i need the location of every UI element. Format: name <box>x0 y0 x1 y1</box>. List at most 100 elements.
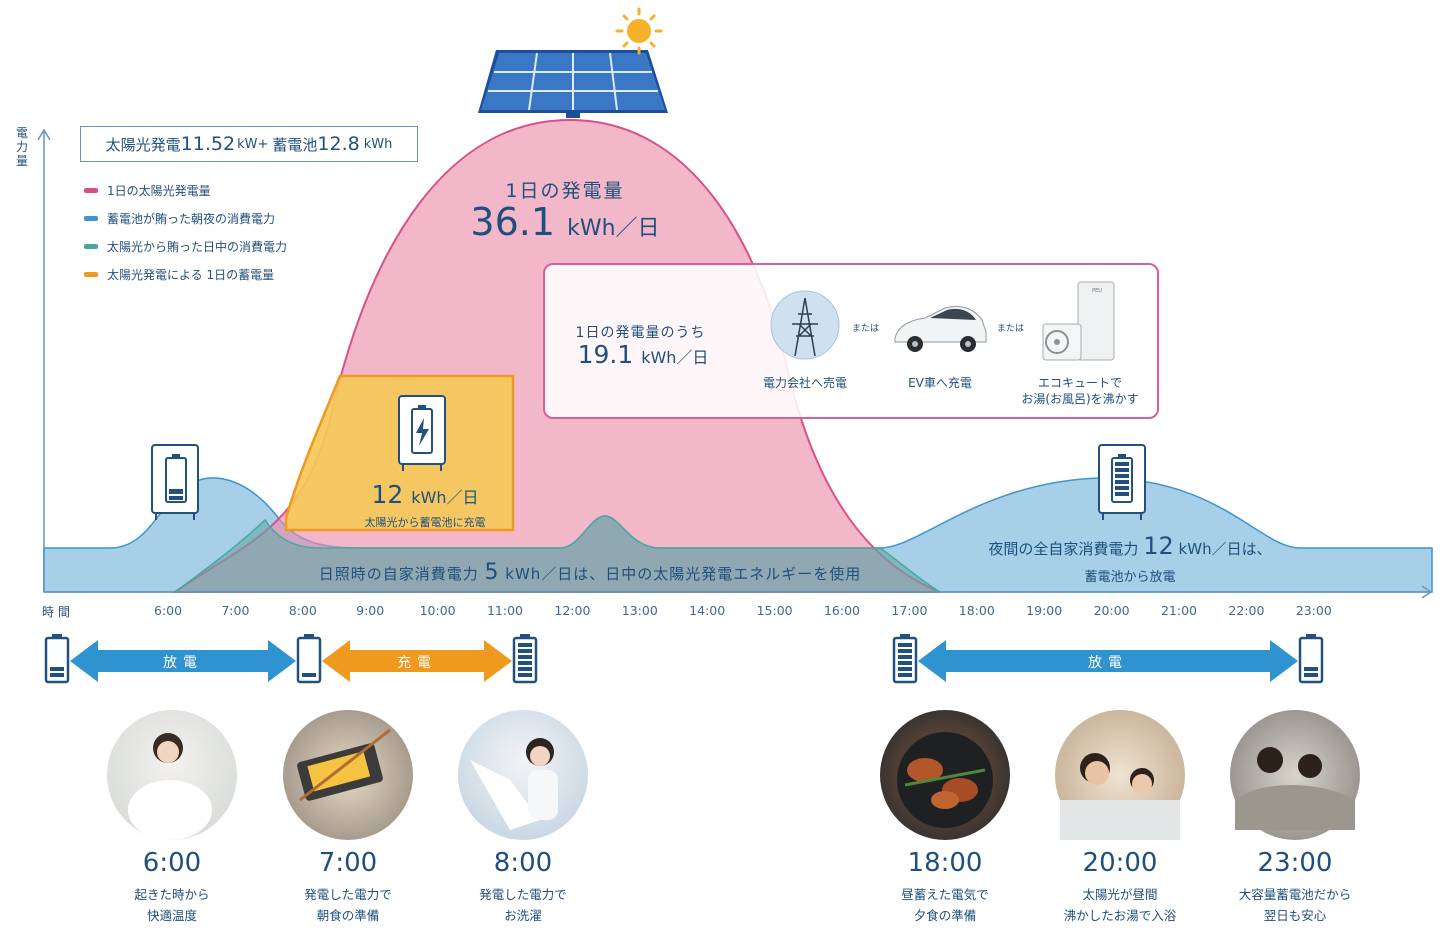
legend-label-battery-use: 蓄電池が賄った朝夜の消費電力 <box>107 211 276 226</box>
time-tick: 16:00 <box>823 603 861 618</box>
time-tick: 14:00 <box>689 603 726 618</box>
ecocute-water-heater-icon: PEU <box>1042 281 1115 361</box>
daytime-number: 5 <box>484 560 500 585</box>
night-consumption-text: 夜間の全自家消費電力 12 kWh／日は、 <box>920 532 1340 560</box>
battery-icon-full <box>1098 444 1146 520</box>
spec-solar-prefix: 太陽光発電 <box>105 135 181 154</box>
surplus-unit: kWh／日 <box>641 348 709 367</box>
generation-value: 36.1 kWh／日 <box>420 200 710 244</box>
scene-caption-2a: 発電した電力で <box>304 887 392 902</box>
night-consumption-line2: 蓄電池から放電 <box>1084 570 1176 585</box>
legend-swatch-battery-use <box>84 215 98 221</box>
time-tick: 8:00 <box>288 603 317 618</box>
scene-caption-5a: 太陽光が昼間 <box>1082 887 1158 902</box>
time-tick: 10:00 <box>419 603 456 618</box>
discharge-arrow-morning <box>70 640 296 682</box>
scene-time-4: 18:00 <box>907 848 983 878</box>
time-tick: 9:00 <box>356 603 385 618</box>
battery-low-icon-1 <box>44 634 70 684</box>
system-spec-box: 太陽光発電 11.52 kW+ 蓄電池 12.8 kWh <box>80 126 418 162</box>
battery-full-icon-2 <box>892 634 918 684</box>
photo-morning-wakeup <box>107 710 237 840</box>
legend: 1日の太陽光発電量 蓄電池が賄った朝夜の消費電力 太陽光から賄った日中の消費電力… <box>84 176 287 288</box>
photo-bath <box>1055 710 1185 840</box>
discharge-night-label: 放電 <box>1088 655 1128 671</box>
scene-caption-6a: 大容量蓄電池だから <box>1238 887 1352 902</box>
time-tick: 22:00 <box>1228 603 1265 618</box>
photo-laundry <box>458 710 588 840</box>
or-label-2: または <box>997 324 1025 334</box>
night-prefix: 夜間の全自家消費電力 <box>988 540 1139 558</box>
photo-dinner-dish <box>880 710 1010 840</box>
legend-item-solar: 1日の太陽光発電量 <box>84 176 287 204</box>
x-axis-label: 時間 <box>42 605 75 619</box>
discharge-morning-label: 放電 <box>163 655 203 671</box>
legend-label-day-use: 太陽光から賄った日中の消費電力 <box>107 239 288 254</box>
charge-label: 充電 <box>397 655 437 671</box>
daytime-consumption-area <box>172 515 943 593</box>
legend-swatch-solar <box>84 187 98 193</box>
daytime-prefix: 日照時の自家消費電力 <box>318 565 479 583</box>
option-sell-label: 電力会社へ売電 <box>762 376 847 390</box>
battery-empty-icon <box>296 634 322 684</box>
legend-item-day-use: 太陽光から賄った日中の消費電力 <box>84 232 287 260</box>
spec-solar-value: 11.52 <box>180 133 236 155</box>
solar-panel-icon <box>478 50 668 118</box>
night-number: 12 <box>1143 532 1174 560</box>
charge-amount: 12 kWh／日 <box>330 480 520 509</box>
time-tick: 21:00 <box>1160 603 1198 618</box>
legend-label-charge: 太陽光発電による 1日の蓄電量 <box>107 267 275 282</box>
surplus-subtitle: 1日の発電量のうち <box>575 325 706 341</box>
or-label-1: または <box>852 324 880 334</box>
x-axis-arrowhead <box>1421 585 1433 599</box>
discharge-arrow-night <box>918 640 1298 682</box>
daytime-consumption-text: 日照時の自家消費電力 5 kWh／日は、日中の太陽光発電エネルギーを使用 <box>200 560 980 585</box>
time-tick: 20:00 <box>1093 603 1130 618</box>
generation-unit: kWh／日 <box>567 216 660 241</box>
charge-number: 12 <box>371 480 404 509</box>
time-tick: 15:00 <box>756 603 793 618</box>
time-tick: 6:00 <box>153 603 183 618</box>
generation-number: 36.1 <box>470 200 556 244</box>
scene-caption-1a: 起きた時から <box>134 887 210 902</box>
scene-caption-3a: 発電した電力で <box>479 887 567 902</box>
spec-battery-unit: kWh <box>363 136 393 152</box>
time-tick: 7:00 <box>221 603 250 618</box>
legend-label-solar: 1日の太陽光発電量 <box>107 183 211 198</box>
ev-car-icon <box>894 306 987 352</box>
legend-item-battery-use: 蓄電池が賄った朝夜の消費電力 <box>84 204 287 232</box>
scene-time-5: 20:00 <box>1082 848 1158 878</box>
scene-caption-1b: 快適温度 <box>146 908 197 923</box>
legend-item-charge: 太陽光発電による 1日の蓄電量 <box>84 260 287 288</box>
y-axis-arrowhead <box>37 128 51 141</box>
surplus-number: 19.1 <box>577 340 634 369</box>
power-tower-icon <box>770 290 840 360</box>
surplus-value: 19.1 kWh／日 <box>563 340 723 369</box>
daytime-suffix: kWh／日は、日中の太陽光発電エネルギーを使用 <box>505 565 862 583</box>
scene-caption-2b: 朝食の準備 <box>316 908 380 923</box>
time-tick: 13:00 <box>621 603 658 618</box>
spec-battery-prefix: 蓄電池 <box>272 135 318 154</box>
time-tick: 18:00 <box>958 603 995 618</box>
option-ecocute-label-2: お湯(お風呂)を沸かす <box>1021 392 1139 406</box>
scene-caption-5b: 沸かしたお湯で入浴 <box>1063 908 1177 923</box>
battery-low-icon-2 <box>1298 634 1324 684</box>
legend-swatch-day-use <box>84 243 98 249</box>
option-ev-label: EV車へ充電 <box>908 376 972 390</box>
scene-caption-6b: 翌日も安心 <box>1263 908 1327 923</box>
time-tick: 17:00 <box>891 603 928 618</box>
scene-time-6: 23:00 <box>1257 848 1333 878</box>
scene-time-2: 7:00 <box>318 848 378 878</box>
charge-unit: kWh／日 <box>411 488 479 507</box>
y-axis-label: 電力量 <box>16 126 29 168</box>
battery-full-icon-1 <box>512 634 538 684</box>
spec-battery-value: 12.8 <box>317 133 360 155</box>
time-tick: 19:00 <box>1026 603 1063 618</box>
photo-night-sleep <box>1230 710 1360 840</box>
spec-solar-unit: kW+ <box>237 136 269 152</box>
photo-breakfast-cooking <box>283 710 413 840</box>
option-ecocute-label-1: エコキュートで <box>1037 376 1122 390</box>
charge-arrow <box>322 640 512 682</box>
scene-time-1: 6:00 <box>142 848 202 878</box>
time-tick: 23:00 <box>1295 603 1332 618</box>
